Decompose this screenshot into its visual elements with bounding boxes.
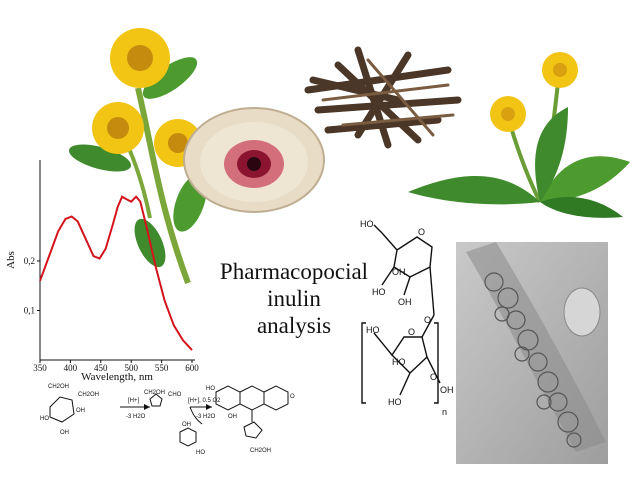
elecampane-plant-image	[68, 28, 207, 285]
dried-roots-image	[304, 46, 462, 149]
scheme-label: CH2OH	[48, 384, 69, 390]
structure-label: O	[408, 327, 415, 337]
structure-label: O	[418, 227, 425, 237]
micrograph-image	[456, 242, 608, 464]
structure-label: OH	[440, 385, 454, 395]
x-tick-label: 350	[33, 363, 47, 373]
scheme-label: HO	[40, 416, 49, 422]
y-axis-label: Abs	[5, 251, 17, 269]
title-line: analysis	[256, 313, 332, 338]
structure-label: O	[424, 315, 431, 325]
scheme-label: [H+]	[128, 398, 140, 404]
scheme-label: O	[290, 394, 295, 400]
x-axis-label: Wavelength, nm	[81, 371, 153, 383]
reaction-scheme-diagram: CH2OH CH2OH OH HO OH [H+] -3 H2O CH2OH C…	[40, 384, 295, 456]
structure-label: HO	[360, 219, 374, 229]
structure-label: HO	[388, 397, 402, 407]
x-tick-label: 600	[185, 363, 199, 373]
scheme-label: -3 H2O	[196, 414, 216, 420]
scheme-label: CH2OH	[250, 448, 271, 454]
scheme-label: HO	[196, 450, 205, 456]
x-tick-label: 400	[64, 363, 78, 373]
x-tick-label: 550	[155, 363, 169, 373]
structure-label: n	[442, 407, 447, 417]
structure-label: HO	[366, 325, 380, 335]
dandelion-image	[408, 52, 630, 218]
mortar-sample-image	[183, 107, 325, 213]
absorbance-series-line	[39, 195, 193, 351]
scheme-label: CHO	[168, 392, 182, 398]
y-tick-label: 0,1	[24, 306, 35, 316]
structure-label: OH	[398, 297, 412, 307]
structure-labels: HO O OH HO OH O HO O HO HO OH O n	[360, 219, 454, 417]
page-title: Pharmacopocial inulin analysis	[214, 258, 374, 339]
scheme-label: CH2OH	[78, 392, 99, 398]
absorbance-spectrum-chart: 350 400 450 500 550 600 0,1 0,2 Wavelength, nm…	[5, 160, 199, 383]
scheme-label: HO	[206, 386, 215, 392]
y-tick-label: 0,2	[24, 256, 35, 266]
scheme-label: OH	[76, 408, 85, 414]
scheme-label: OH	[60, 430, 69, 436]
inulin-structure-diagram: HO O OH HO OH O HO O HO HO OH O n	[360, 219, 454, 417]
scheme-label: CH2OH	[144, 390, 165, 396]
structure-label: HO	[372, 287, 386, 297]
scheme-label: OH	[182, 422, 191, 428]
title-line: Pharmacopocial	[219, 259, 369, 284]
scheme-label: OH	[228, 414, 237, 420]
title-line: inulin	[267, 286, 321, 311]
scheme-label: -3 H2O	[126, 414, 146, 420]
structure-label: OH	[392, 267, 406, 277]
structure-label: HO	[392, 357, 406, 367]
x-tick-label: 500	[124, 363, 138, 373]
scheme-label: [H+], 0.5 O2	[188, 398, 221, 404]
structure-label: O	[430, 372, 437, 382]
x-tick-label: 450	[94, 363, 108, 373]
